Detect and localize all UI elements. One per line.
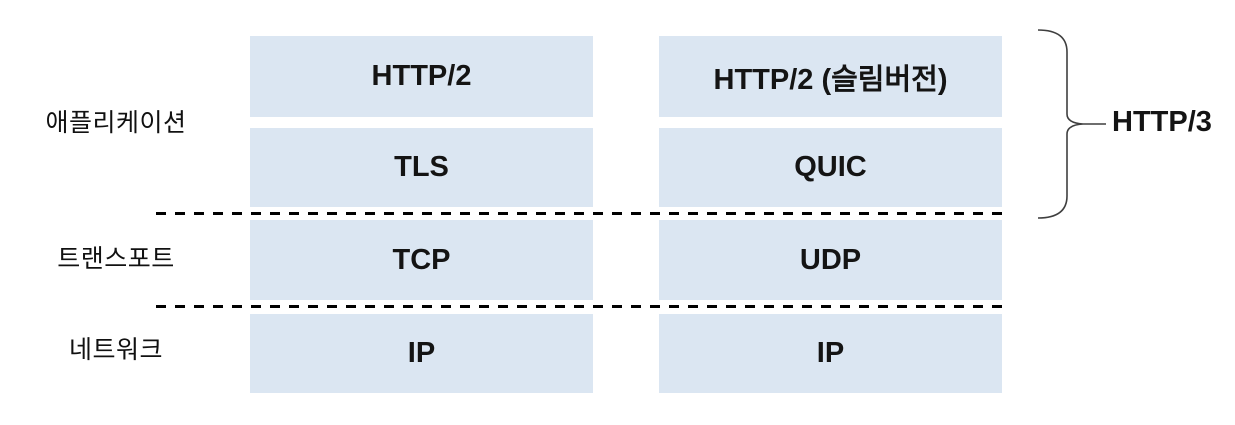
box-ip-left: IP [250,314,593,393]
box-udp: UDP [659,220,1002,300]
http3-brace-icon [1037,29,1106,219]
separator-application-transport [156,212,1007,215]
separator-transport-network [156,305,1007,308]
box-ip-right: IP [659,314,1002,393]
box-quic: QUIC [659,128,1002,207]
layer-label-network: 네트워크 [68,336,163,364]
box-http2-slim: HTTP/2 (슬림버전) [659,36,1002,117]
box-tcp: TCP [250,220,593,300]
box-tls: TLS [250,128,593,207]
http3-label: HTTP/3 [1112,106,1212,138]
layer-label-transport: 트랜스포트 [57,245,175,273]
layer-label-application: 애플리케이션 [45,109,187,137]
box-http2: HTTP/2 [250,36,593,117]
